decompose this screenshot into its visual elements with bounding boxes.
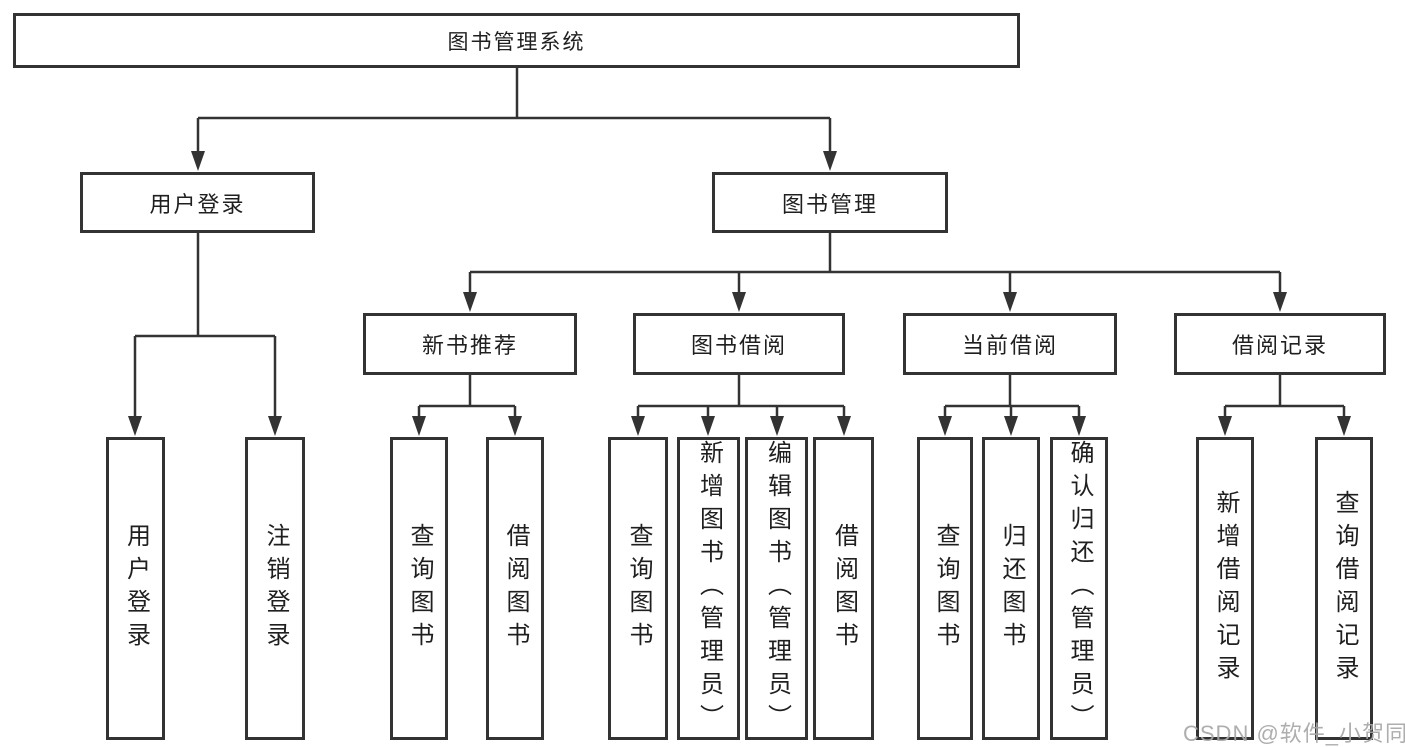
node-user-login: 用户登录 bbox=[80, 172, 315, 233]
node-label: 编辑图书（管理员） bbox=[763, 440, 791, 737]
node-label: 借阅图书 bbox=[830, 522, 858, 655]
arrow-down-icon bbox=[701, 416, 715, 436]
arrow-down-icon bbox=[463, 292, 477, 312]
leaf-query-books-current: 查询图书 bbox=[917, 437, 973, 740]
node-label: 用户登录 bbox=[122, 522, 150, 655]
node-current-borrow: 当前借阅 bbox=[903, 313, 1117, 375]
node-label: 用户登录 bbox=[149, 191, 246, 217]
connector-root-to-level2 bbox=[191, 68, 837, 171]
leaf-borrow-books: 借阅图书 bbox=[813, 437, 874, 740]
connector-user-login-children bbox=[128, 233, 282, 436]
node-new-book-recommend: 新书推荐 bbox=[363, 313, 577, 375]
node-label: 新增图书（管理员） bbox=[695, 440, 723, 737]
node-library-management-system: 图书管理系统 bbox=[13, 13, 1020, 68]
leaf-user-login: 用户登录 bbox=[106, 437, 165, 740]
leaf-borrow-books-recommend: 借阅图书 bbox=[486, 437, 544, 740]
node-label: 借阅图书 bbox=[502, 522, 529, 655]
arrow-down-icon bbox=[770, 416, 784, 436]
arrow-down-icon bbox=[631, 416, 645, 436]
node-label: 新增借阅记录 bbox=[1212, 489, 1239, 688]
node-label: 查询借阅记录 bbox=[1331, 489, 1358, 688]
node-label: 注销登录 bbox=[262, 522, 289, 655]
arrow-down-icon bbox=[128, 416, 142, 436]
leaf-logout: 注销登录 bbox=[245, 437, 305, 740]
arrow-down-icon bbox=[1072, 416, 1086, 436]
connector-current-borrow-children bbox=[938, 375, 1086, 436]
connector-borrow-records-children bbox=[1218, 375, 1351, 436]
leaf-query-books-recommend: 查询图书 bbox=[390, 437, 448, 740]
csdn-watermark: CSDN @软件_小贺同学 bbox=[1183, 721, 1405, 746]
arrow-down-icon bbox=[1004, 416, 1018, 436]
arrow-down-icon bbox=[823, 151, 837, 171]
node-label: 新书推荐 bbox=[421, 333, 518, 358]
node-book-management: 图书管理 bbox=[712, 172, 948, 233]
leaf-query-books-borrow: 查询图书 bbox=[608, 437, 668, 740]
arrow-down-icon bbox=[938, 416, 952, 436]
connector-book-borrow-children bbox=[631, 375, 851, 436]
connector-book-management-children bbox=[463, 233, 1287, 312]
leaf-add-borrow-record: 新增借阅记录 bbox=[1196, 437, 1254, 740]
node-label: 借阅记录 bbox=[1231, 333, 1328, 358]
arrow-down-icon bbox=[732, 292, 746, 312]
leaf-query-borrow-record: 查询借阅记录 bbox=[1315, 437, 1373, 740]
leaf-add-book-admin: 新增图书（管理员） bbox=[677, 437, 740, 740]
arrow-down-icon bbox=[1337, 416, 1351, 436]
arrow-down-icon bbox=[191, 151, 205, 171]
leaf-edit-book-admin: 编辑图书（管理员） bbox=[745, 437, 808, 740]
node-label: 查询图书 bbox=[625, 522, 652, 655]
arrow-down-icon bbox=[508, 416, 522, 436]
node-label: 确认归还（管理员） bbox=[1066, 440, 1093, 737]
node-borrow-records: 借阅记录 bbox=[1174, 313, 1386, 375]
arrow-down-icon bbox=[412, 416, 426, 436]
node-label: 当前借阅 bbox=[961, 333, 1058, 358]
node-label: 查询图书 bbox=[932, 522, 959, 655]
leaf-confirm-return-admin: 确认归还（管理员） bbox=[1050, 437, 1108, 740]
leaf-return-books: 归还图书 bbox=[982, 437, 1040, 740]
node-label: 图书管理 bbox=[781, 191, 878, 217]
arrow-down-icon bbox=[1218, 416, 1232, 436]
node-label: 图书借阅 bbox=[690, 333, 787, 358]
arrow-down-icon bbox=[268, 416, 282, 436]
node-label: 图书管理系统 bbox=[447, 30, 586, 54]
node-label: 归还图书 bbox=[998, 522, 1025, 655]
node-book-borrow: 图书借阅 bbox=[633, 313, 845, 375]
connector-new-book-children bbox=[412, 375, 522, 436]
arrow-down-icon bbox=[1273, 292, 1287, 312]
arrow-down-icon bbox=[837, 416, 851, 436]
arrow-down-icon bbox=[1003, 292, 1017, 312]
node-label: 查询图书 bbox=[406, 522, 433, 655]
